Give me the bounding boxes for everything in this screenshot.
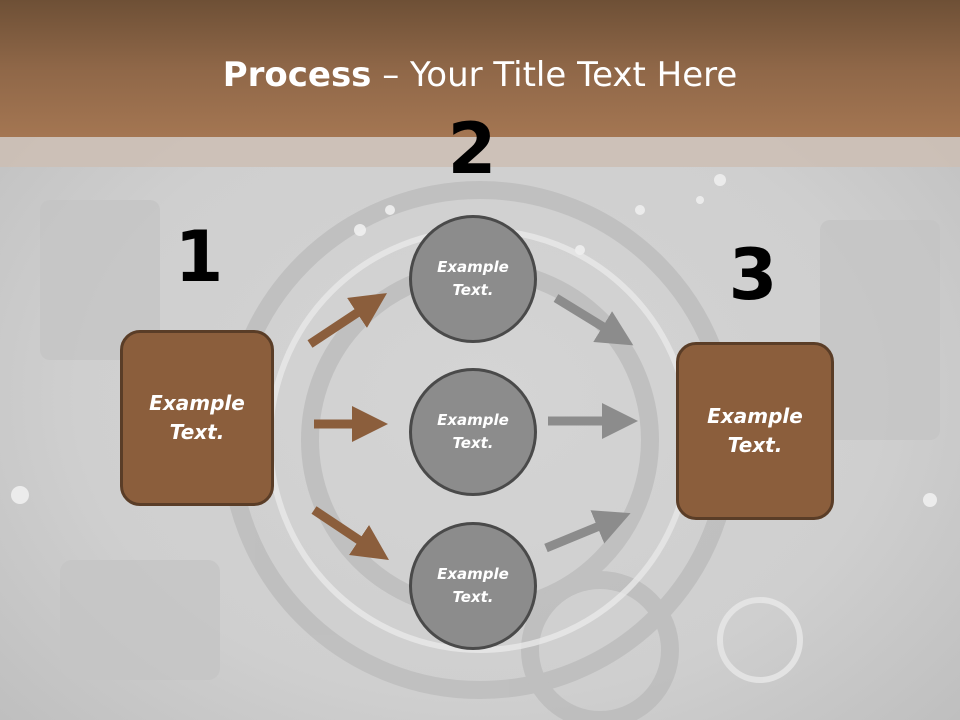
slide-title: Process – Your Title Text Here (0, 52, 960, 98)
step-2-circle-middle: Example Text. (409, 368, 537, 496)
title-bold: Process (222, 55, 372, 95)
title-band (0, 137, 960, 167)
step-1-number: 1 (174, 216, 224, 298)
step-2-number: 2 (447, 108, 497, 190)
step-2-circle-bottom: Example Text. (409, 522, 537, 650)
step-2-bottom-text: Example Text. (437, 565, 509, 606)
step-2-circle-top: Example Text. (409, 215, 537, 343)
arrow-1-to-bottom (311, 506, 389, 560)
arrow-top-to-3 (553, 294, 634, 346)
arrow-bottom-to-3 (544, 510, 631, 553)
step-3-box: Example Text. (676, 342, 834, 520)
title-rest: – Your Title Text Here (371, 55, 738, 95)
step-2-middle-text: Example Text. (437, 411, 509, 452)
step-3-text: Example Text. (707, 404, 803, 457)
step-2-top-text: Example Text. (437, 258, 509, 299)
arrow-1-to-top (307, 293, 388, 348)
title-bar (0, 0, 960, 137)
step-1-box: Example Text. (120, 330, 274, 506)
step-1-text: Example Text. (149, 391, 245, 444)
step-3-number: 3 (728, 234, 778, 316)
